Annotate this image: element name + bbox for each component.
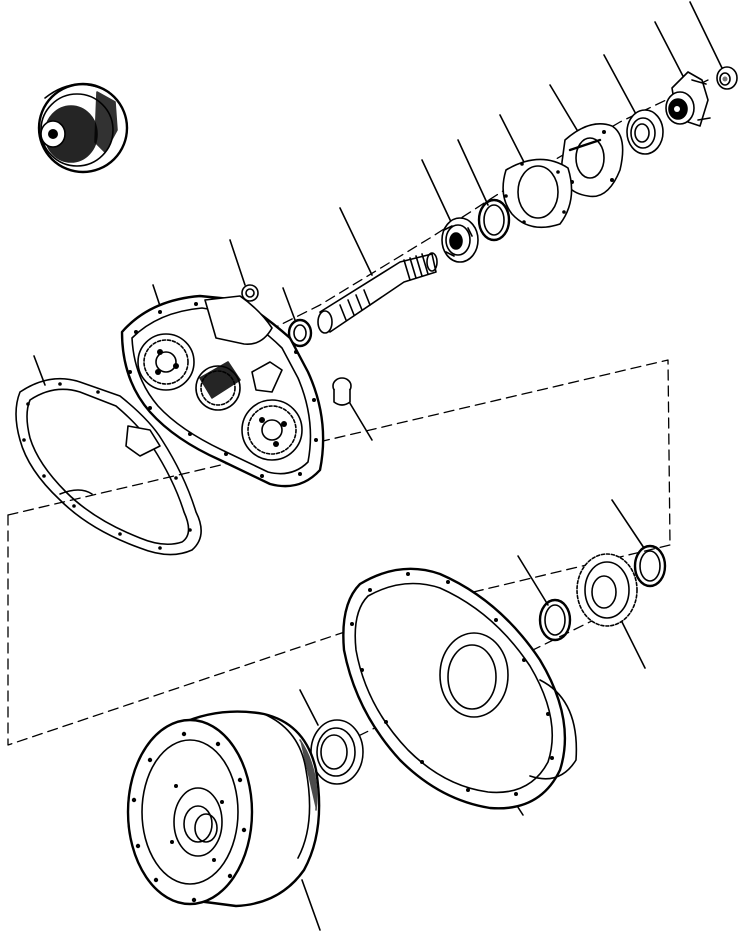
ring-gear (576, 553, 638, 627)
snap-ring (477, 198, 511, 242)
converter-housing (342, 567, 578, 810)
o-ring (287, 318, 313, 348)
gear-housing (120, 294, 325, 488)
oil-seal (310, 719, 364, 785)
torque-converter (126, 710, 321, 908)
nut (716, 66, 738, 90)
housing-gasket (15, 377, 202, 556)
snap-ring-left (538, 598, 572, 642)
leader-lines (33, 1, 723, 931)
seal (626, 109, 664, 155)
snap-ring-right (633, 544, 667, 588)
output-shaft (317, 252, 438, 334)
gasket-ring (502, 158, 573, 229)
plug (241, 284, 259, 302)
bearing (441, 217, 479, 263)
assembly-thumbnail (37, 82, 129, 174)
drain-plug (332, 377, 352, 406)
yoke (665, 71, 711, 127)
